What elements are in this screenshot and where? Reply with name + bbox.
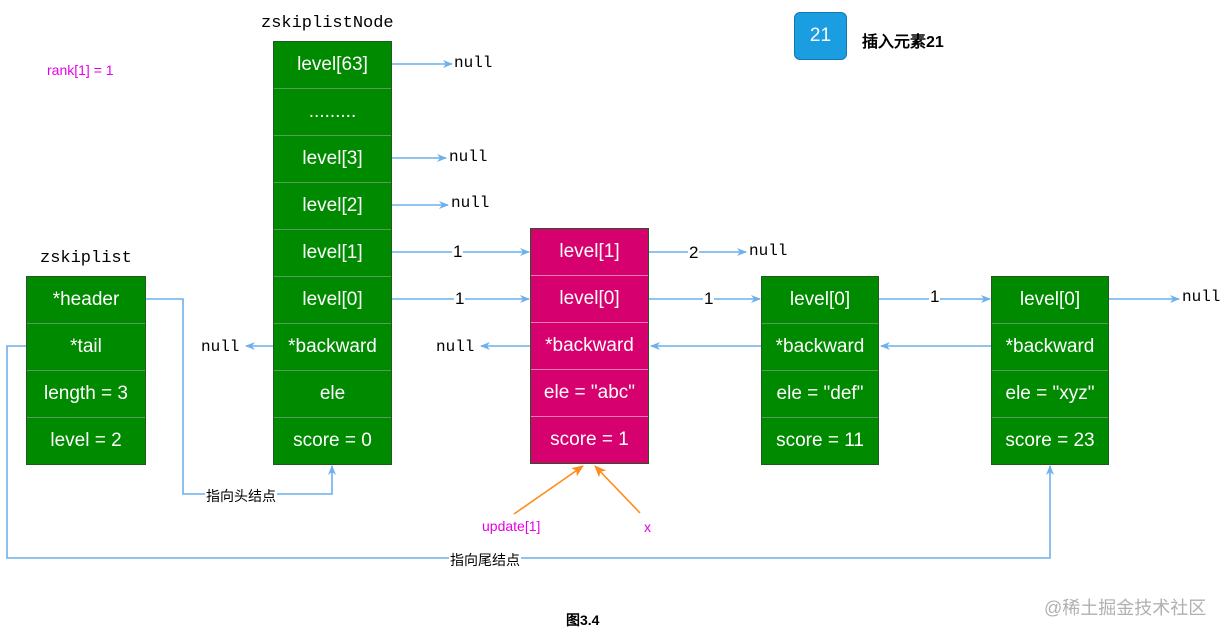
header-cell-level2: level[2]	[274, 183, 391, 230]
zskiplist-header-cell: *header	[27, 277, 145, 324]
span-h-l1: 1	[452, 242, 464, 262]
def-cell-score: score = 11	[762, 418, 878, 464]
null-xyz-level0: null	[1182, 288, 1221, 306]
xyz-cell-score: score = 23	[992, 418, 1108, 464]
node-xyz: level[0] *backward ele = "xyz" score = 2…	[991, 276, 1109, 465]
watermark: @稀土掘金技术社区	[1044, 598, 1207, 618]
def-cell-backward: *backward	[762, 324, 878, 371]
header-cell-level3: level[3]	[274, 136, 391, 183]
zskiplist-tail-cell: *tail	[27, 324, 145, 371]
span-h-l0: 1	[454, 289, 466, 309]
header-cell-ele: ele	[274, 371, 391, 418]
span-abc-l1: 2	[688, 243, 700, 263]
abc-cell-ele: ele = "abc"	[531, 370, 648, 417]
link-x	[594, 465, 641, 514]
node-abc: level[1] level[0] *backward ele = "abc" …	[530, 228, 649, 464]
xyz-cell-level0: level[0]	[992, 277, 1108, 324]
def-cell-ele: ele = "def"	[762, 371, 878, 418]
header-cell-level1: level[1]	[274, 230, 391, 277]
header-cell-level0: level[0]	[274, 277, 391, 324]
zskiplist-length-cell: length = 3	[27, 371, 145, 418]
link-tail-ptr	[6, 345, 1054, 559]
label-update: update[1]	[482, 518, 541, 534]
xyz-cell-backward: *backward	[992, 324, 1108, 371]
abc-cell-backward: *backward	[531, 323, 648, 370]
rank-label: rank[1] = 1	[47, 62, 114, 78]
null-abc-backward: null	[436, 338, 475, 356]
header-cell-score: score = 0	[274, 418, 391, 464]
figure-caption: 图3.4	[566, 612, 600, 628]
label-to-tail: 指向尾结点	[449, 550, 521, 570]
xyz-cell-ele: ele = "xyz"	[992, 371, 1108, 418]
abc-cell-level1: level[1]	[531, 229, 648, 276]
def-cell-level0: level[0]	[762, 277, 878, 324]
abc-cell-level0: level[0]	[531, 276, 648, 323]
link-header-ptr	[146, 298, 336, 495]
null-level3: null	[449, 148, 488, 166]
header-cell-ellipsis: .........	[274, 89, 391, 136]
span-abc-l0: 1	[703, 289, 715, 309]
null-header-backward: null	[201, 338, 240, 356]
null-abc-level1: null	[749, 242, 788, 260]
link-update	[513, 465, 584, 515]
insert-label: 插入元素21	[862, 34, 944, 51]
title-zskiplistnode: zskiplistNode	[261, 14, 394, 33]
null-level2: null	[451, 194, 490, 212]
header-cell-backward: *backward	[274, 324, 391, 371]
node-def: level[0] *backward ele = "def" score = 1…	[761, 276, 879, 465]
zskiplist-level-cell: level = 2	[27, 418, 145, 464]
null-level63: null	[454, 54, 493, 72]
label-x: x	[644, 519, 651, 535]
title-zskiplist: zskiplist	[40, 249, 132, 268]
header-node: level[63] ......... level[3] level[2] le…	[273, 41, 392, 465]
insert-badge: 21	[794, 12, 847, 60]
span-def-l0: 1	[929, 287, 941, 307]
header-cell-level63: level[63]	[274, 42, 391, 89]
zskiplist-struct: *header *tail length = 3 level = 2	[26, 276, 146, 465]
abc-cell-score: score = 1	[531, 417, 648, 463]
label-to-head: 指向头结点	[205, 486, 277, 506]
